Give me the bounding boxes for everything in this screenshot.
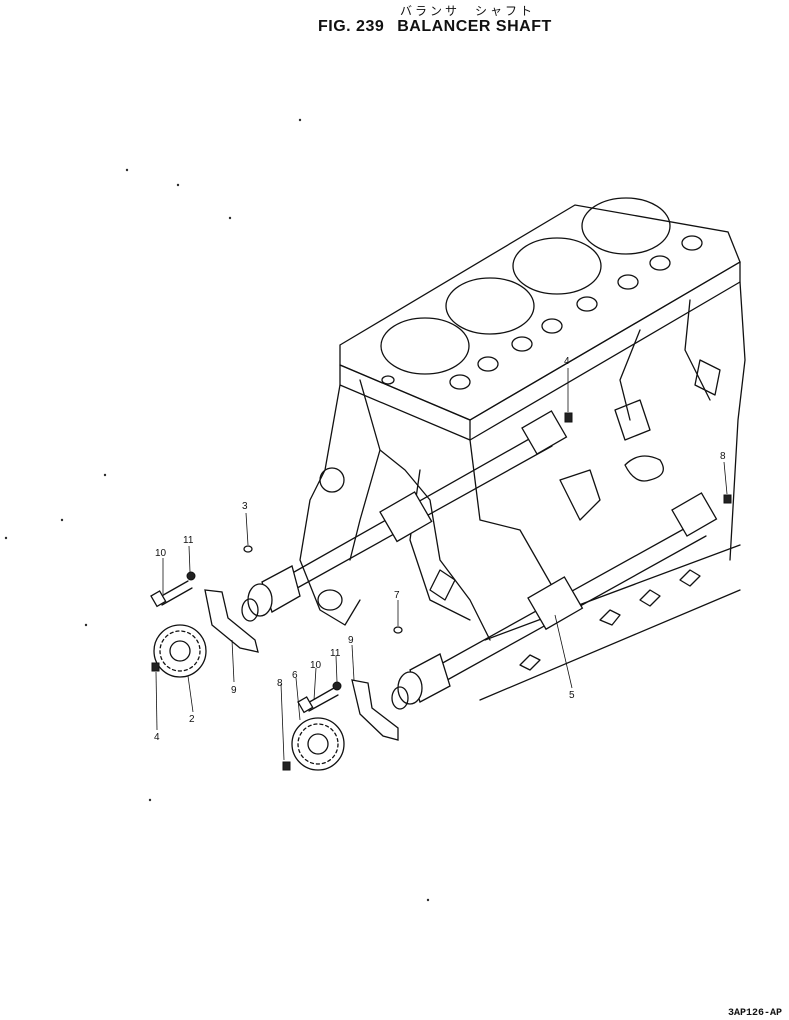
lower-balancer-shaft: [391, 492, 718, 710]
japanese-title: バランサ シャフト: [400, 4, 536, 18]
callout-10-upper: 10: [155, 548, 167, 559]
callout-2: 2: [189, 714, 195, 725]
callout-10-lower: 10: [310, 660, 322, 671]
callouts: 3 4 8 10 11 9 2 4 7 9 11 10 6 8 5: [154, 356, 726, 743]
block-plug-upper: [564, 412, 573, 423]
upper-pin: [243, 545, 253, 553]
lower-pin: [393, 626, 403, 634]
callout-9-lower: 9: [348, 635, 354, 646]
upper-gear: [153, 624, 207, 678]
upper-balancer-shaft: [241, 410, 568, 622]
lower-gear: [291, 717, 345, 771]
callout-5: 5: [569, 690, 575, 701]
lower-plate: [351, 679, 399, 741]
drawing-code: 3AP126-AP: [728, 1008, 783, 1019]
stray-marks: [4, 118, 430, 902]
engine-block: [299, 197, 746, 701]
upper-bolt: [150, 580, 193, 608]
callout-11-lower: 11: [330, 648, 341, 659]
figure-name: BALANCER SHAFT: [397, 18, 552, 35]
upper-plug: [151, 662, 160, 672]
upper-washer: [186, 571, 196, 581]
callout-8-block: 8: [720, 451, 726, 462]
figure-title: FIG. 239 BALANCER SHAFT: [318, 18, 560, 36]
lower-plug: [282, 761, 291, 771]
leader-lines: [155, 368, 728, 761]
lower-washer: [332, 681, 342, 691]
callout-8-lower: 8: [277, 678, 283, 689]
callout-6: 6: [292, 670, 298, 681]
callout-11-upper: 11: [183, 535, 194, 546]
callout-4-block: 4: [564, 356, 570, 367]
callout-3: 3: [242, 501, 248, 512]
callout-4-gear: 4: [154, 732, 160, 743]
upper-plate: [204, 589, 259, 653]
callout-9-upper: 9: [231, 685, 237, 696]
figure-number: FIG. 239: [318, 18, 385, 35]
lower-bolt: [297, 687, 339, 714]
block-plug-right: [723, 494, 732, 504]
callout-7: 7: [394, 590, 400, 601]
